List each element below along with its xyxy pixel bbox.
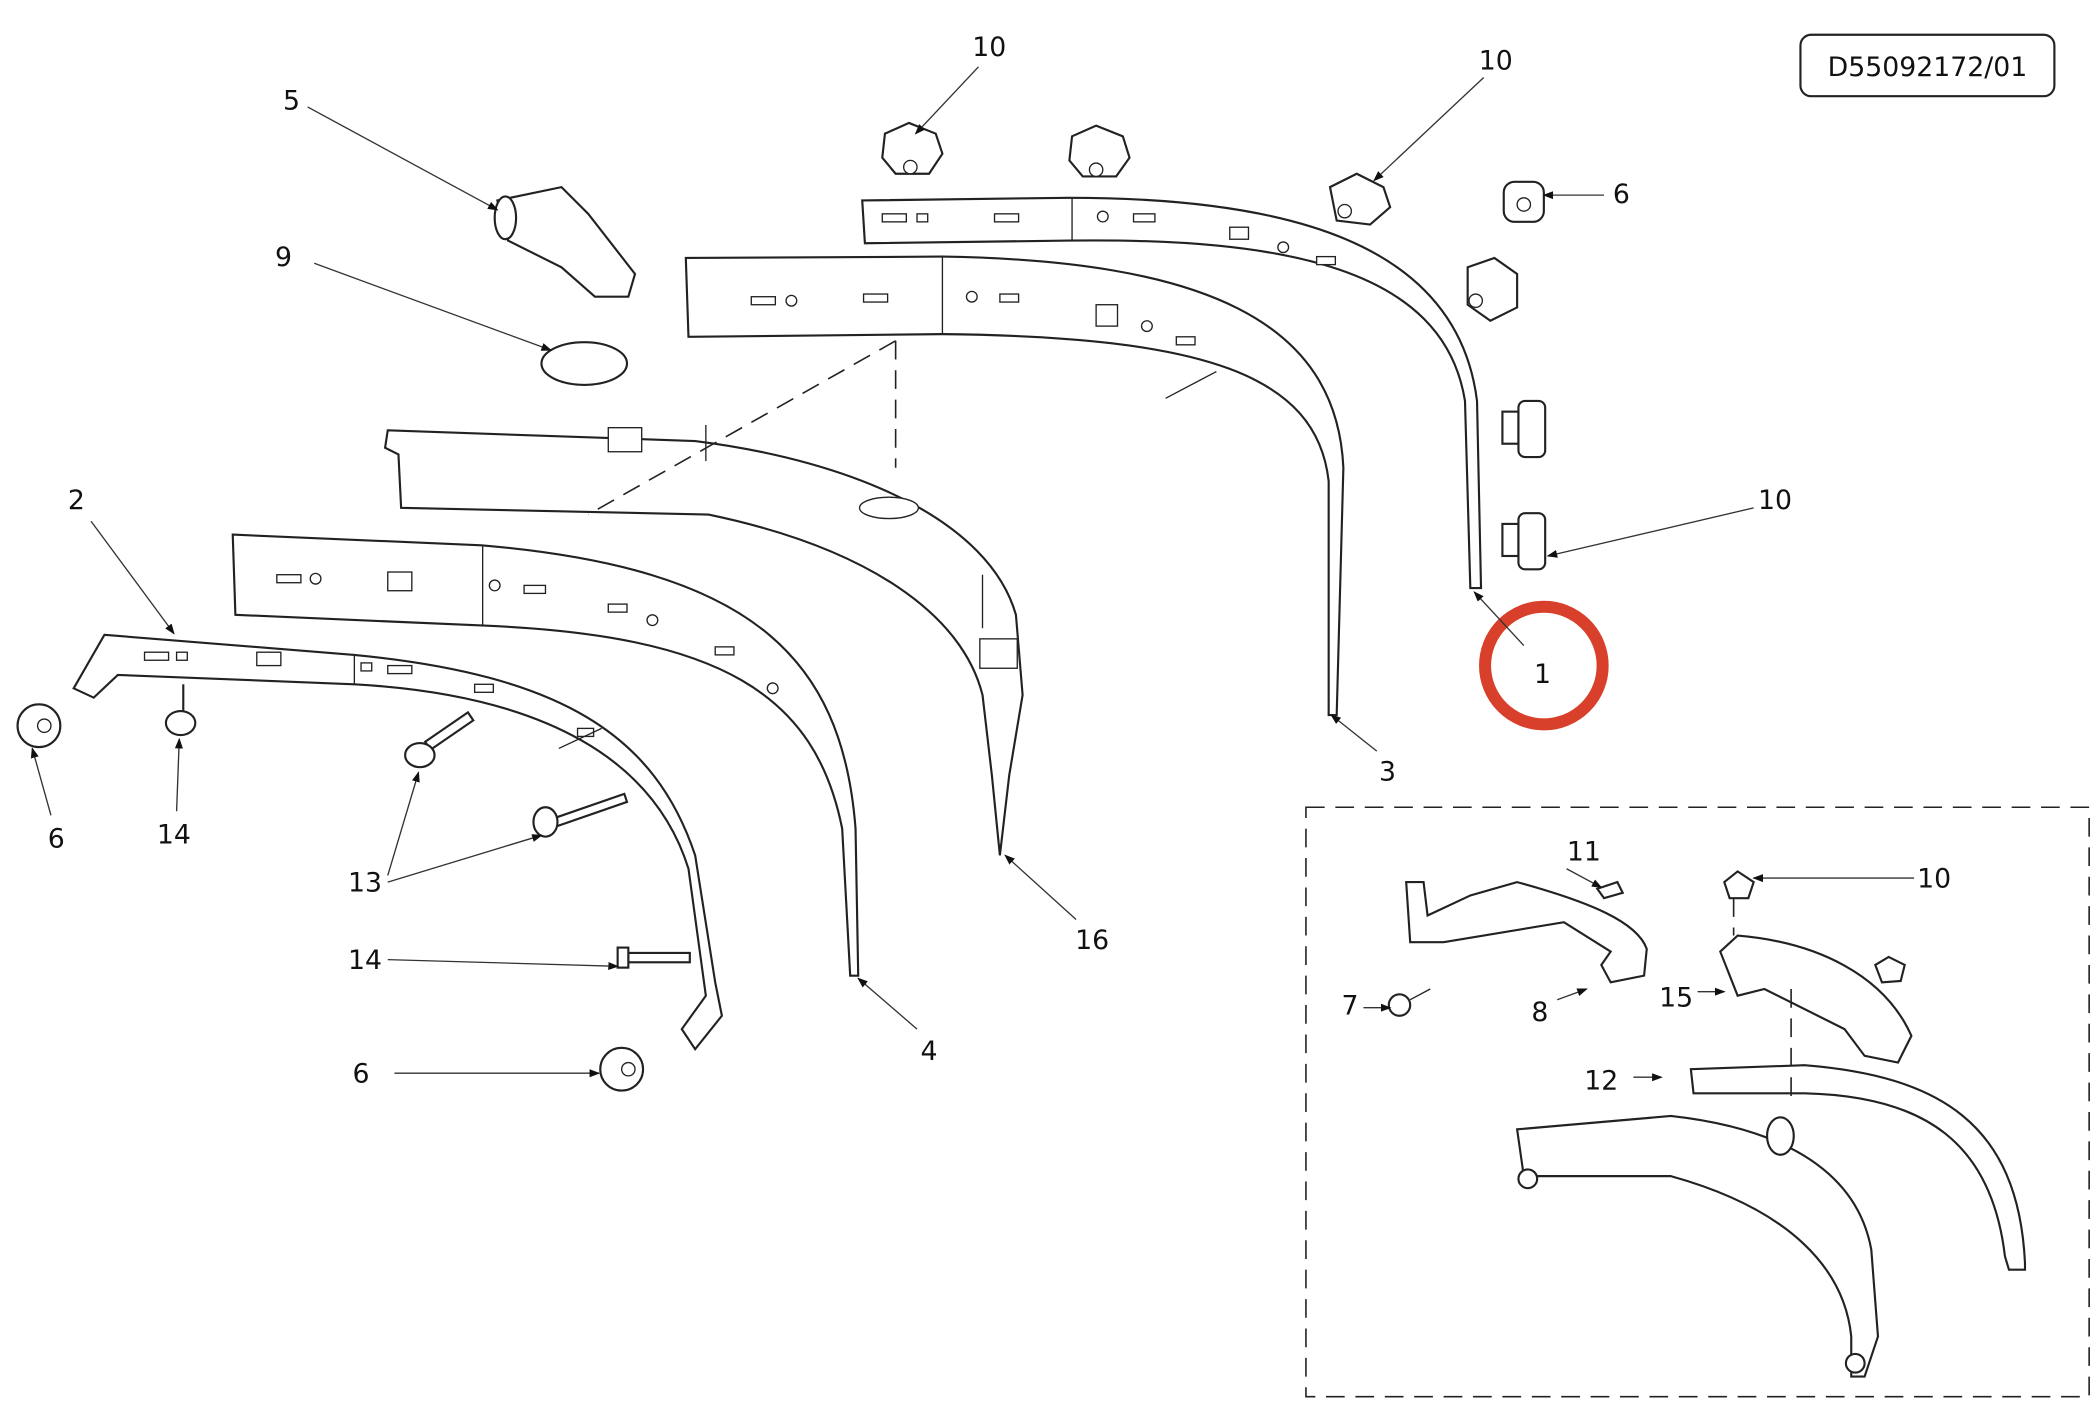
callout-9: 9 [275, 242, 292, 273]
part-1-band [861, 196, 1483, 590]
callout-2: 2 [68, 485, 85, 516]
inset-assembly-view: 11 10 7 8 15 12 [1305, 806, 2090, 1398]
inset-callout-12: 12 [1584, 1065, 1618, 1096]
callout-labels: 5 9 10 10 6 10 1 3 2 6 14 13 14 6 4 16 [48, 32, 1792, 1089]
document-number: D55092172/01 [1828, 52, 2028, 83]
document-number-box: D55092172/01 [1799, 33, 2056, 98]
callout-14: 14 [348, 945, 382, 976]
callout-1: 1 [1534, 659, 1551, 690]
leader-lines [30, 66, 1754, 1078]
part-2-band [72, 633, 724, 1051]
inset-callout-7: 7 [1342, 990, 1359, 1021]
knobs [16, 121, 1547, 1092]
part-9-o-ring [540, 341, 629, 386]
inset-callout-15: 15 [1659, 982, 1693, 1013]
inset-callout-8: 8 [1531, 997, 1548, 1028]
callout-10: 10 [1479, 45, 1513, 76]
callout-10: 10 [972, 32, 1006, 63]
callout-16: 16 [1075, 925, 1109, 956]
part-16-frame [383, 425, 1024, 856]
callout-6: 6 [1613, 179, 1630, 210]
callout-14: 14 [157, 819, 191, 850]
callout-3: 3 [1379, 757, 1396, 788]
inset-callout-11: 11 [1567, 837, 1601, 868]
callout-5: 5 [283, 86, 300, 117]
inset-callout-10: 10 [1917, 863, 1951, 894]
callout-6: 6 [48, 823, 65, 854]
callout-6: 6 [353, 1059, 370, 1090]
pins [164, 684, 691, 969]
part-5-holder [493, 185, 637, 298]
part-4-band [231, 533, 860, 977]
callout-10: 10 [1758, 485, 1792, 516]
highlight-circle [1479, 600, 1609, 731]
callout-4: 4 [921, 1036, 938, 1067]
callout-13: 13 [348, 867, 382, 898]
